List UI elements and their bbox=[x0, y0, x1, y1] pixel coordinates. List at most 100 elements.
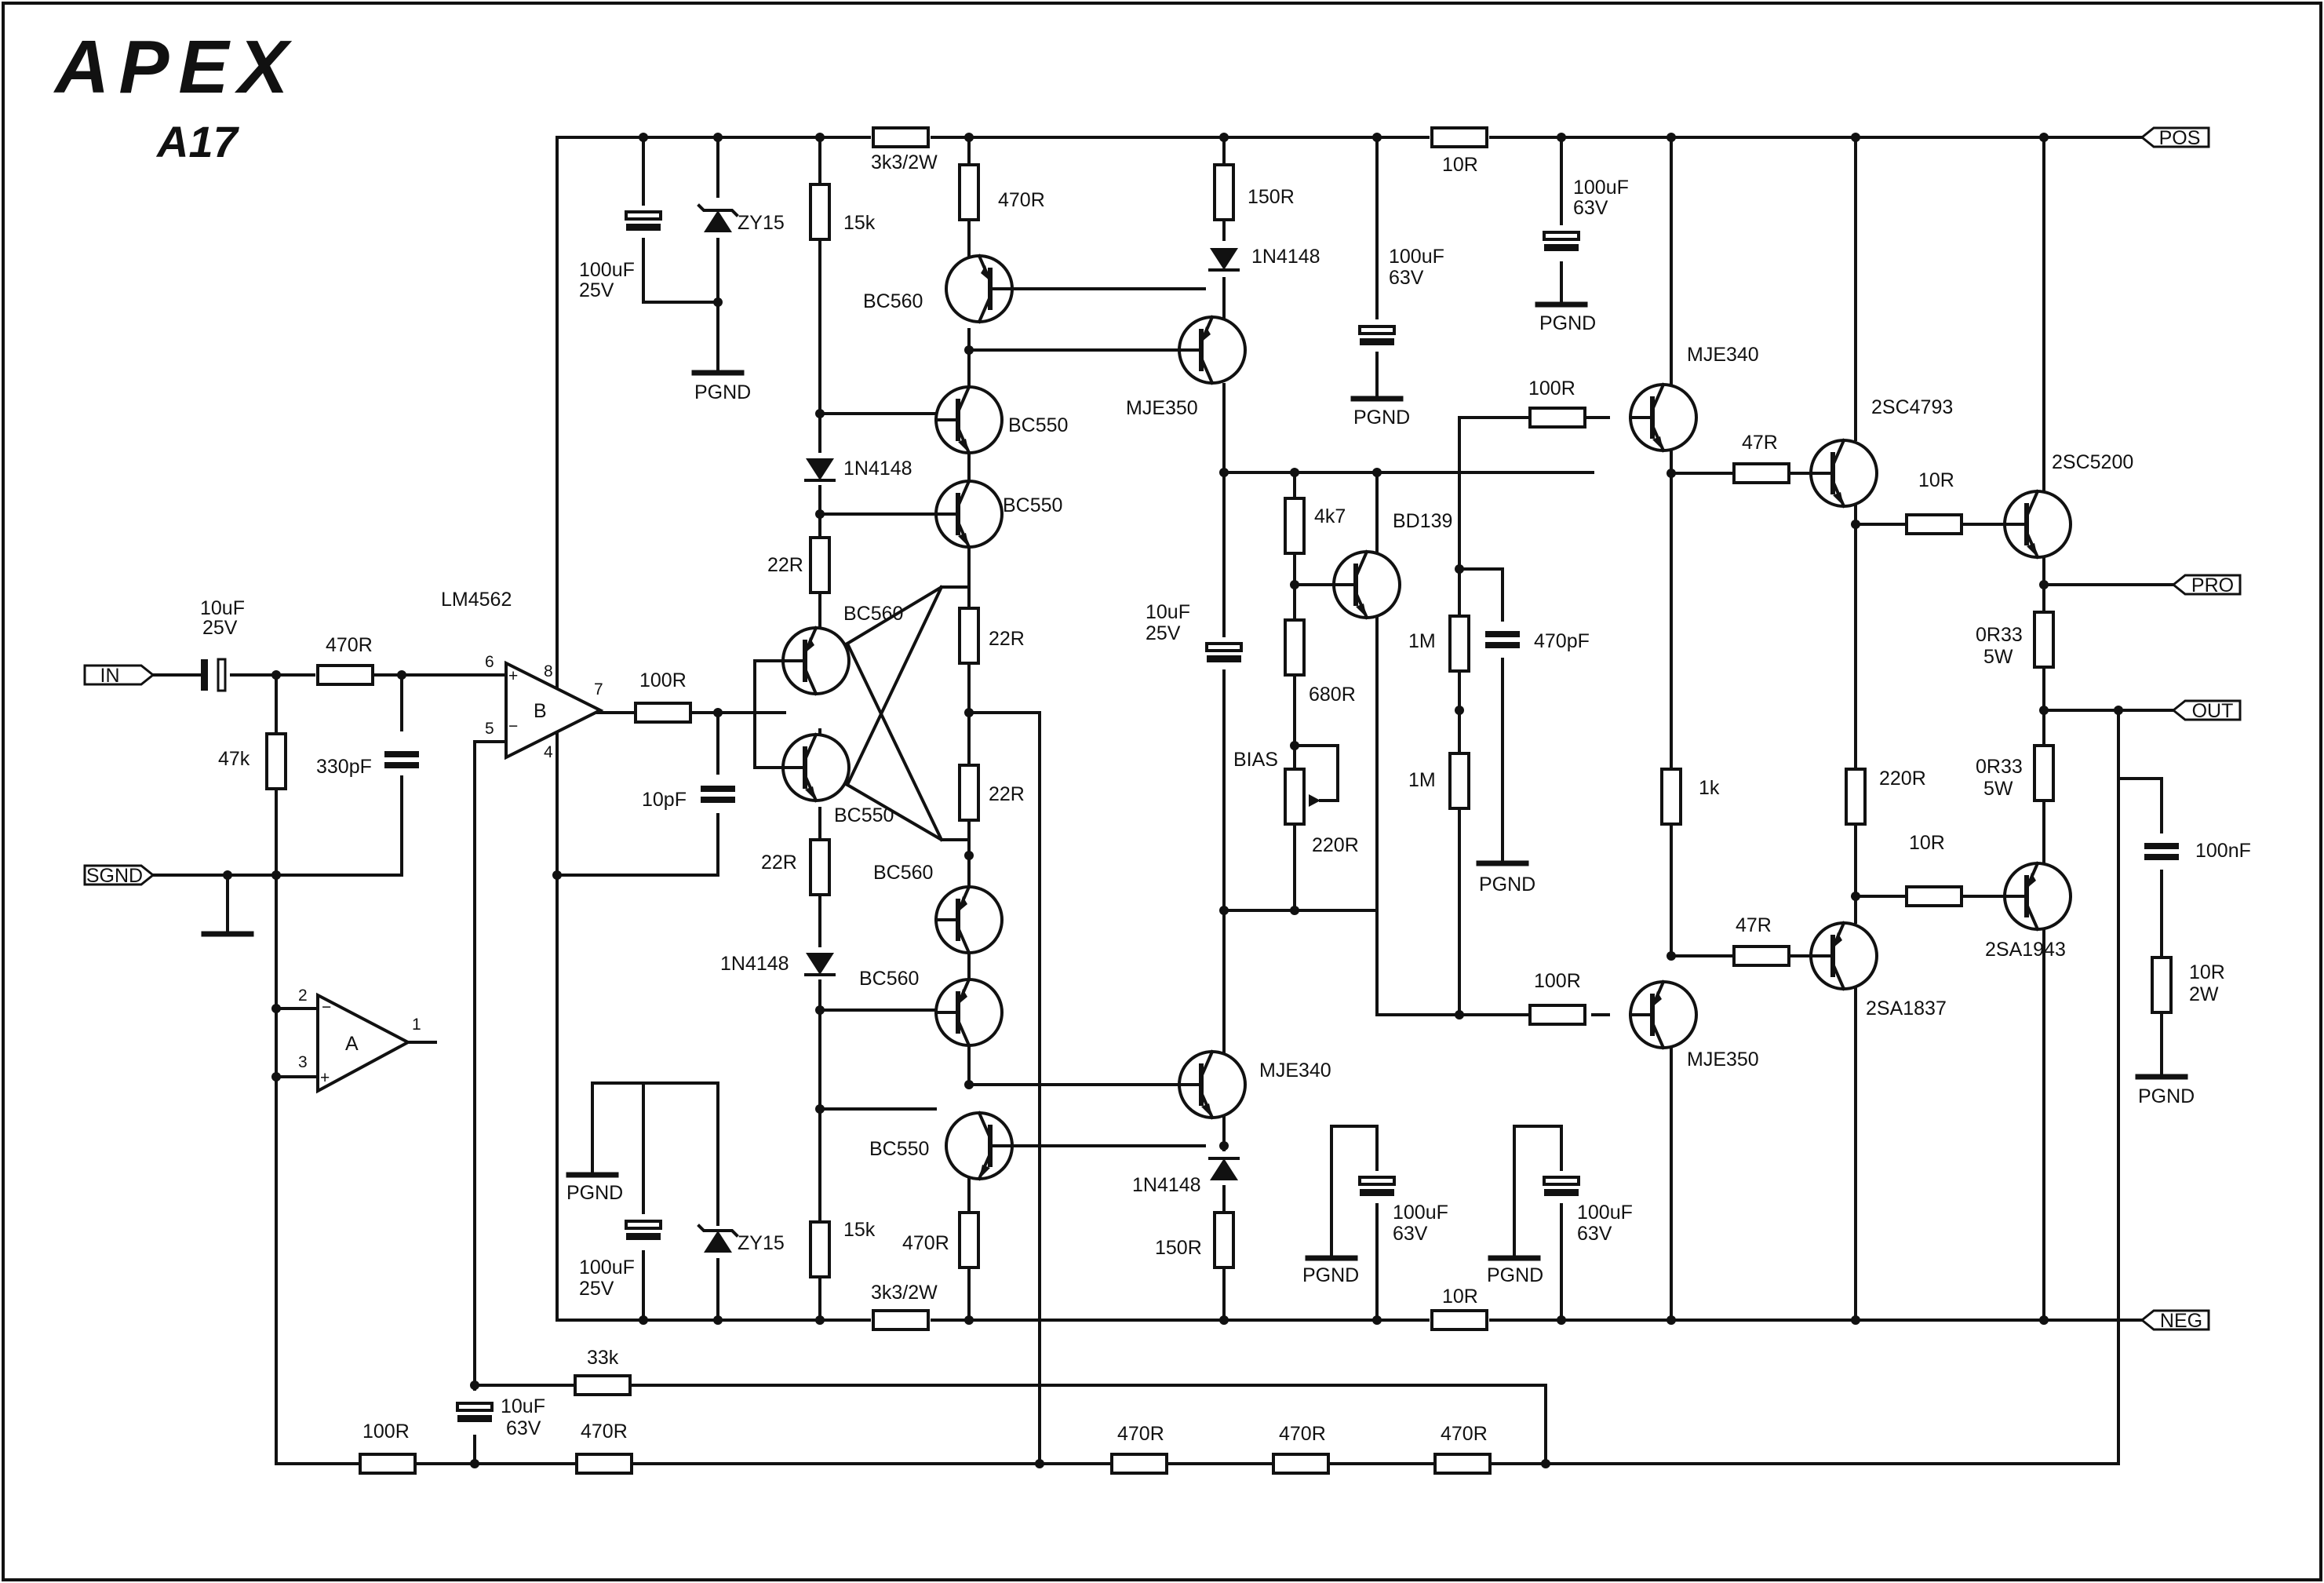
d-1n4148-d-label: 1N4148 bbox=[1132, 1174, 1201, 1196]
c-in-val: 10uF bbox=[200, 597, 245, 619]
r-22-c-label: 22R bbox=[989, 628, 1025, 650]
svg-text:+: + bbox=[508, 667, 518, 685]
resistors: 3k3/2W 3k3/2W 10R 10R 15k 15k 470R 470R … bbox=[218, 126, 2225, 1475]
q-bc560-diff-label: BC560 bbox=[843, 603, 903, 625]
r-100-top-label: 100R bbox=[1528, 378, 1575, 399]
grounds: PGND PGND PGND PGND PGND PGND PGND PGND bbox=[204, 305, 2195, 1286]
port-pos-label: POS bbox=[2159, 127, 2201, 149]
r-47-bot-label: 47R bbox=[1736, 914, 1772, 936]
c-pos2-v: 63V bbox=[1573, 197, 1608, 219]
bias-label: BIAS bbox=[1233, 749, 1278, 771]
c-top-val: 100uF bbox=[579, 259, 635, 281]
r-470-fb-a-label: 470R bbox=[581, 1421, 628, 1443]
pgnd-label-3: PGND bbox=[1539, 312, 1596, 334]
r-100-fb-label: 100R bbox=[362, 1421, 410, 1443]
port-out-label: OUT bbox=[2192, 700, 2234, 722]
r-47k-label: 47k bbox=[218, 748, 250, 770]
c-10p-label: 10pF bbox=[642, 789, 687, 811]
d-zy15-top-label: ZY15 bbox=[738, 212, 785, 234]
c-neg2-v: 63V bbox=[1577, 1223, 1612, 1245]
port-in-label: IN bbox=[100, 665, 120, 687]
r-0r33-top-label: 0R33 bbox=[1976, 624, 2023, 646]
c-fb-v: 63V bbox=[506, 1417, 541, 1439]
r-470-top-label: 470R bbox=[998, 189, 1045, 211]
opamp-a-pin-out: 1 bbox=[412, 1016, 421, 1034]
c-pos2-val: 100uF bbox=[1573, 177, 1629, 199]
c-in-v: 25V bbox=[202, 617, 238, 639]
capacitors: 10uF 25V 330pF 10pF 100uF 25V 100uF 25V … bbox=[200, 177, 2251, 1439]
r-470-fb-d-label: 470R bbox=[1441, 1423, 1488, 1445]
q-2sc5200-label: 2SC5200 bbox=[2052, 451, 2133, 473]
opamp-a-pin-inv: 2 bbox=[298, 987, 308, 1005]
opamp-b-pin-out: 7 bbox=[594, 680, 603, 698]
r-1m-a-label: 1M bbox=[1408, 630, 1436, 652]
r-15k-top-label: 15k bbox=[843, 212, 876, 234]
r-0r33-bot-w-label: 5W bbox=[1983, 778, 2013, 800]
c-bot-val: 100uF bbox=[579, 1257, 635, 1278]
q-bc560-c-label: BC560 bbox=[873, 862, 933, 884]
q-bc550-a-label: BC550 bbox=[1008, 414, 1068, 436]
r-22-b-label: 22R bbox=[761, 852, 797, 874]
r-150-top-label: 150R bbox=[1248, 186, 1295, 208]
pgnd-label-8: PGND bbox=[2138, 1085, 2195, 1107]
bias-trimmer bbox=[1284, 768, 1306, 826]
r-0r33-top-w-label: 5W bbox=[1983, 646, 2013, 668]
opamp-a: A 2 3 1 − + bbox=[298, 987, 421, 1094]
c-vas-v: 25V bbox=[1146, 622, 1181, 644]
d-1n4148-b-label: 1N4148 bbox=[720, 953, 789, 975]
r-33k-label: 33k bbox=[587, 1347, 619, 1369]
opamp-b-label: B bbox=[534, 700, 547, 722]
q-bd139-label: BD139 bbox=[1393, 510, 1452, 532]
port-neg: NEG bbox=[2140, 1309, 2210, 1332]
d-1n4148-c-label: 1N4148 bbox=[1251, 246, 1320, 268]
r-10-bot-label: 10R bbox=[1909, 832, 1945, 854]
r-4k7-label: 4k7 bbox=[1314, 505, 1346, 527]
q-bc550-b-label: BC550 bbox=[1003, 494, 1062, 516]
port-pos: POS bbox=[2140, 126, 2210, 149]
r-150-bot-label: 150R bbox=[1155, 1237, 1202, 1259]
r-22-d-label: 22R bbox=[989, 783, 1025, 805]
q-2sc4793-label: 2SC4793 bbox=[1871, 396, 1953, 418]
c-neg1-v: 63V bbox=[1393, 1223, 1428, 1245]
pgnd-label-6: PGND bbox=[1302, 1264, 1359, 1286]
c-pos1-v: 63V bbox=[1389, 267, 1424, 289]
c-bot-v: 25V bbox=[579, 1278, 614, 1300]
port-sgnd-label: SGND bbox=[86, 865, 143, 887]
brand-logo: APEX bbox=[53, 25, 297, 109]
pgnd-label-4: PGND bbox=[1479, 874, 1535, 895]
c-330p-label: 330pF bbox=[316, 756, 372, 778]
opamp-a-pin-noninv: 3 bbox=[298, 1053, 308, 1071]
c-470p-label: 470pF bbox=[1534, 630, 1590, 652]
r-10-top-label: 10R bbox=[1918, 469, 1954, 491]
r-10-pos-label: 10R bbox=[1442, 154, 1478, 176]
port-neg-label: NEG bbox=[2160, 1310, 2202, 1332]
opamp-b: B 6 5 7 8 4 + − bbox=[485, 136, 604, 761]
pgnd-label-2: PGND bbox=[1353, 407, 1410, 429]
pgnd-label-7: PGND bbox=[1487, 1264, 1543, 1286]
r-15k-bot-label: 15k bbox=[843, 1219, 876, 1241]
q-bc550-bot-label: BC550 bbox=[869, 1138, 929, 1160]
pgnd-label-1: PGND bbox=[694, 381, 751, 403]
r-10-zobel-w-label: 2W bbox=[2189, 983, 2219, 1005]
opamp-b-pin-vneg: 4 bbox=[544, 743, 553, 761]
q-mje350-top-label: MJE350 bbox=[1126, 397, 1198, 419]
d-zy15-bot-label: ZY15 bbox=[738, 1232, 785, 1254]
d-1n4148-a-label: 1N4148 bbox=[843, 458, 912, 480]
r-470-bot-label: 470R bbox=[902, 1232, 949, 1254]
port-in: IN bbox=[83, 664, 155, 687]
ic-part-number: LM4562 bbox=[441, 589, 512, 611]
q-mje340-drv-label: MJE340 bbox=[1687, 344, 1759, 366]
q-bc560-d-label: BC560 bbox=[859, 968, 919, 990]
c-top-v: 25V bbox=[579, 279, 614, 301]
port-pro: PRO bbox=[2171, 574, 2242, 596]
r-0r33-bot-label: 0R33 bbox=[1976, 756, 2023, 778]
port-sgnd: SGND bbox=[83, 864, 155, 887]
junction-dots bbox=[223, 133, 2123, 1468]
c-fb-val: 10uF bbox=[501, 1395, 545, 1417]
r-220-label: 220R bbox=[1879, 768, 1926, 790]
q-2sa1943-label: 2SA1943 bbox=[1985, 939, 2066, 961]
model-name: A17 bbox=[155, 117, 240, 166]
r-470-in-label: 470R bbox=[326, 634, 373, 656]
